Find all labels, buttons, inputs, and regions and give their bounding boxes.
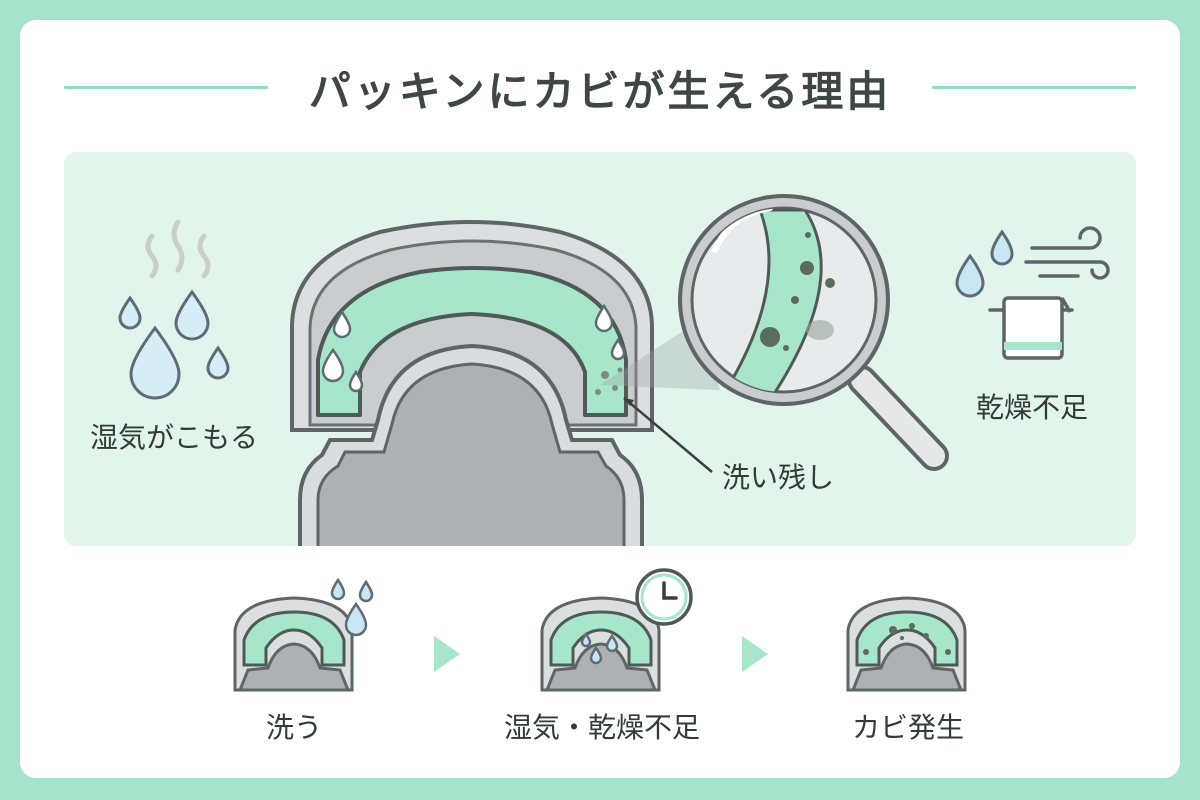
water-drops-icon — [955, 229, 1014, 298]
magnifier-icon — [678, 194, 949, 471]
lid-cross-section — [290, 220, 654, 546]
label-humidity: 湿気がこもる — [90, 421, 259, 454]
towel-icon — [988, 296, 1074, 360]
title-divider-right — [932, 86, 1136, 89]
mold-spots — [760, 232, 835, 351]
clock-icon — [635, 568, 693, 626]
water-drops-icon — [118, 289, 230, 400]
title-divider-left — [64, 86, 268, 89]
arrow-icon — [434, 636, 460, 672]
steam-icon — [145, 219, 211, 279]
wind-icon — [1024, 226, 1110, 280]
step-label-mold: カビ発生 — [851, 711, 964, 744]
step-humidity-icon — [540, 568, 693, 692]
arrow-icon — [742, 636, 768, 672]
label-dry-lack: 乾燥不足 — [976, 391, 1089, 424]
step-wash-icon — [233, 577, 374, 692]
label-residue: 洗い残し — [722, 461, 835, 494]
step-label-wash: 洗う — [265, 711, 322, 744]
page-title: パッキンにカビが生える理由 — [308, 67, 892, 116]
step-mold-icon — [846, 596, 967, 692]
step-label-humidity: 湿気・乾燥不足 — [503, 711, 700, 744]
